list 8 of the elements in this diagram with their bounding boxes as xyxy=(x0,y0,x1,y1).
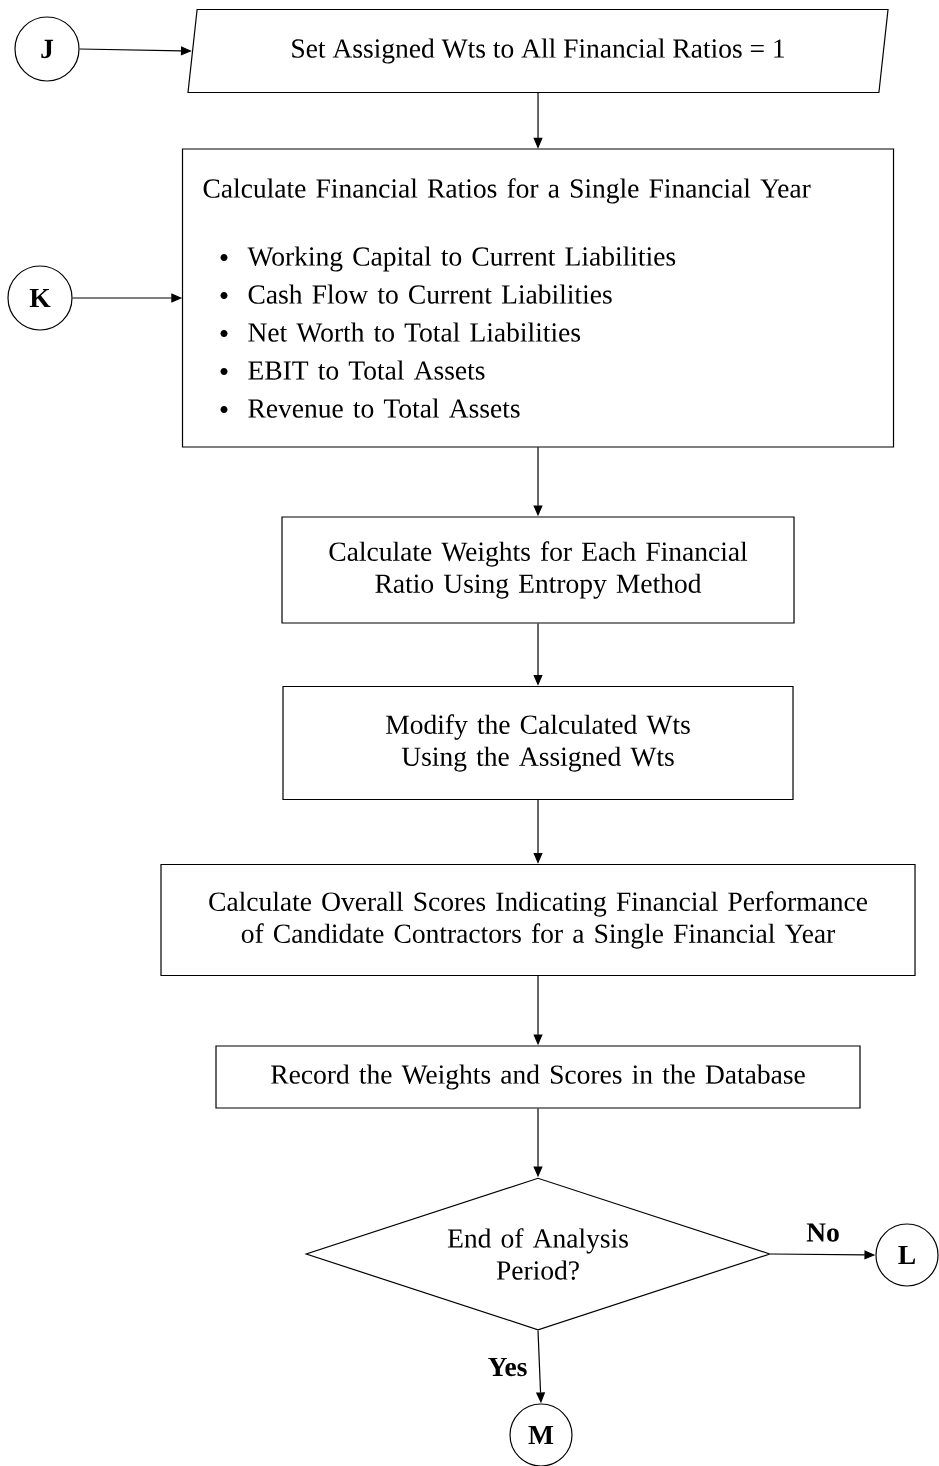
input-parallelogram: Set Assigned Wts to All Financial Ratios = 1 xyxy=(187,8,889,94)
edge-label: No xyxy=(806,1223,839,1242)
process-box: Record the Weights and Scores in the Database xyxy=(215,1045,861,1109)
edge-label: Yes xyxy=(488,1357,527,1377)
process-box: Calculate Financial Ratios for a Single Financial Year Working Capital to Current Liabilities Cash Flow to Current Liabilities Net Worth to Total Liabilities EBIT to Total Assets Revenue to Total Assets xyxy=(181,148,895,448)
process-box: Calculate Overall Scores Indicating Financial Performance of Candidate Contractors for a Single Financial Year xyxy=(160,863,916,977)
process-box: Calculate Weights for Each Financial Ratio Using Entropy Method xyxy=(281,516,795,624)
process-box: Modify the Calculated Wts Using the Assigned Wts xyxy=(282,685,794,801)
